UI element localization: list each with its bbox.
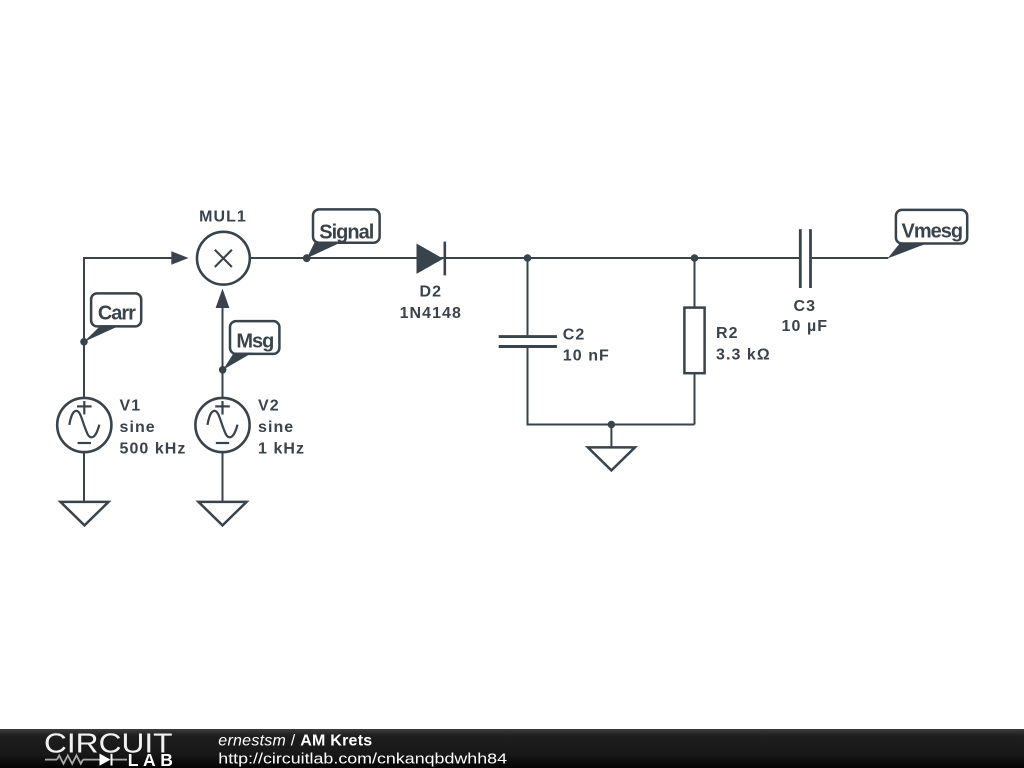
svg-text:10 nF: 10 nF	[563, 348, 610, 365]
svg-text:LAB: LAB	[128, 750, 173, 768]
svg-text:Msg: Msg	[236, 330, 273, 352]
svg-text:CIRCUIT: CIRCUIT	[44, 727, 173, 758]
svg-text:1 kHz: 1 kHz	[258, 441, 305, 458]
svg-text:http://circuitlab.com/cnkanqbd: http://circuitlab.com/cnkanqbdwhh84	[218, 750, 507, 767]
svg-text:3.3 kΩ: 3.3 kΩ	[716, 347, 771, 364]
svg-text:sine: sine	[258, 419, 294, 436]
svg-text:V1: V1	[120, 398, 142, 415]
svg-text:1N4148: 1N4148	[400, 305, 462, 322]
svg-text:ernestsm / AM Krets: ernestsm / AM Krets	[218, 732, 372, 749]
svg-text:V2: V2	[258, 398, 280, 415]
svg-text:R2: R2	[716, 325, 739, 342]
svg-text:C3: C3	[794, 298, 817, 315]
svg-text:Signal: Signal	[319, 222, 373, 244]
svg-text:10 µF: 10 µF	[782, 318, 828, 335]
svg-text:Carr: Carr	[98, 302, 136, 324]
svg-text:C2: C2	[563, 326, 586, 343]
svg-text:Vmesg: Vmesg	[902, 220, 963, 242]
svg-text:MUL1: MUL1	[199, 209, 247, 226]
svg-text:500 kHz: 500 kHz	[120, 441, 187, 458]
svg-text:sine: sine	[120, 419, 156, 436]
svg-text:D2: D2	[420, 284, 443, 301]
